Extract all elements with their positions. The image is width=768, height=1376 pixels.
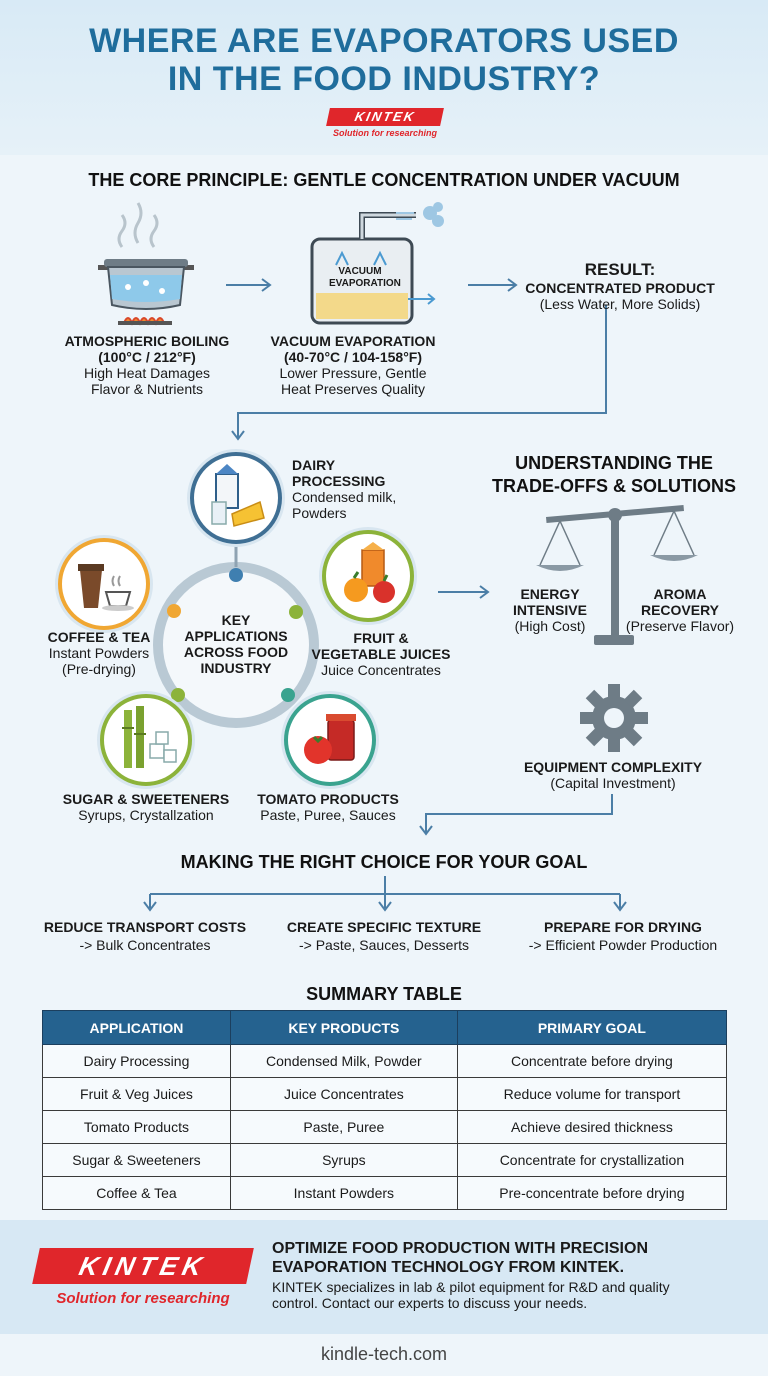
fruit-circle <box>322 530 414 622</box>
table-cell: Coffee & Tea <box>42 1176 231 1210</box>
table-header-row: APPLICATION KEY PRODUCTS PRIMARY GOAL <box>42 1010 728 1045</box>
vacuum-caption: VACUUM EVAPORATION (40-70°C / 104-158°F)… <box>270 333 436 397</box>
col-header: KEY PRODUCTS <box>229 1010 458 1045</box>
table-cell: Concentrate before drying <box>456 1044 728 1078</box>
steam-icon <box>117 202 159 248</box>
table-cell: Syrups <box>229 1143 458 1177</box>
choice-option-3: PREPARE FOR DRYING -> Efficient Powder P… <box>528 919 718 953</box>
arrow-to-choice <box>419 794 613 836</box>
table-cell: Sugar & Sweeteners <box>42 1143 231 1177</box>
dairy-caption: DAIRY PROCESSING Condensed milk, Powders <box>292 457 397 521</box>
coffee-circle <box>58 538 150 630</box>
brand-logo-footer: KINTEK Solution for researching <box>32 1248 254 1307</box>
result-caption: RESULT: CONCENTRATED PRODUCT (Less Water… <box>525 260 715 312</box>
table-row: Fruit & Veg Juices Juice Concentrates Re… <box>42 1077 728 1111</box>
sugar-circle <box>100 694 192 786</box>
footer-body: KINTEK specializes in lab & pilot equipm… <box>272 1279 670 1311</box>
table-cell: Dairy Processing <box>42 1044 231 1078</box>
col-header: APPLICATION <box>42 1010 231 1045</box>
core-principle-heading: THE CORE PRINCIPLE: GENTLE CONCENTRATION… <box>88 170 680 190</box>
table-cell: Juice Concentrates <box>229 1077 458 1111</box>
brand-tagline-footer: Solution for researching <box>56 1290 230 1307</box>
coffee-caption: COFFEE & TEA Instant Powders (Pre-drying… <box>47 629 151 677</box>
choice-option-2: CREATE SPECIFIC TEXTURE -> Paste, Sauces… <box>286 919 482 953</box>
dairy-icon <box>211 464 265 527</box>
col-header: PRIMARY GOAL <box>456 1010 728 1045</box>
brand-tagline: Solution for researching <box>332 128 437 138</box>
tradeoffs-heading: UNDERSTANDING THE TRADE-OFFS & SOLUTIONS <box>492 453 736 496</box>
dairy-circle <box>190 452 282 544</box>
footer-headline: OPTIMIZE FOOD PRODUCTION WITH PRECISION … <box>272 1240 648 1276</box>
table-cell: Concentrate for crystallization <box>456 1143 728 1177</box>
vacuum-evaporator-icon <box>310 202 444 325</box>
table-cell: Instant Powders <box>229 1176 458 1210</box>
boiling-pot-icon <box>98 259 194 326</box>
page-title: WHERE ARE EVAPORATORS USED IN THE FOOD I… <box>0 22 768 98</box>
fruit-caption: FRUIT & VEGETABLE JUICES Juice Concentra… <box>311 630 451 678</box>
table-row: Dairy Processing Condensed Milk, Powder … <box>42 1044 728 1078</box>
summary-table: APPLICATION KEY PRODUCTS PRIMARY GOAL Da… <box>42 1010 728 1210</box>
tomato-caption: TOMATO PRODUCTS Paste, Puree, Sauces <box>257 791 399 823</box>
table-cell: Tomato Products <box>42 1110 231 1144</box>
gear-icon <box>580 684 648 752</box>
header-band <box>0 0 768 155</box>
table-cell: Condensed Milk, Powder <box>229 1044 458 1078</box>
table-heading: SUMMARY TABLE <box>306 984 462 1004</box>
table-row: Sugar & Sweeteners Syrups Concentrate fo… <box>42 1143 728 1177</box>
vessel-label: VACUUM EVAPORATION <box>329 266 401 289</box>
sugar-caption: SUGAR & SWEETENERS Syrups, Crystallzatio… <box>62 791 230 823</box>
applications-hub <box>153 545 319 728</box>
table-cell: Achieve desired thickness <box>456 1110 728 1144</box>
choice-heading: MAKING THE RIGHT CHOICE FOR YOUR GOAL <box>180 852 588 872</box>
choice-branches <box>143 876 627 912</box>
fruit-juice-icon <box>344 542 395 603</box>
table-cell: Pre-concentrate before drying <box>456 1176 728 1210</box>
footer-url[interactable]: kindle-tech.com <box>320 1344 448 1364</box>
title-line-2: IN THE FOOD INDUSTRY? <box>167 60 601 98</box>
boiling-caption: ATMOSPHERIC BOILING (100°C / 212°F) High… <box>64 333 230 397</box>
choice-option-1: REDUCE TRANSPORT COSTS -> Bulk Concentra… <box>43 919 247 953</box>
tomato-jar-icon <box>304 714 356 764</box>
flow-arrows <box>226 278 607 441</box>
table-row: Tomato Products Paste, Puree Achieve des… <box>42 1110 728 1144</box>
brand-logo-top: KINTEK Solution for researching <box>326 108 444 138</box>
table-cell: Reduce volume for transport <box>456 1077 728 1111</box>
arrow-to-tradeoffs <box>438 585 490 599</box>
tomato-circle <box>284 694 376 786</box>
brand-name: KINTEK <box>326 108 444 126</box>
table-cell: Fruit & Veg Juices <box>42 1077 231 1111</box>
table-row: Coffee & Tea Instant Powders Pre-concent… <box>42 1176 728 1210</box>
coffee-cup-icon <box>78 564 134 611</box>
table-cell: Paste, Puree <box>229 1110 458 1144</box>
aroma-caption: AROMA RECOVERY (Preserve Flavor) <box>625 586 735 634</box>
balance-scale-icon <box>536 504 698 645</box>
hub-center-label: KEY APPLICATIONS ACROSS FOOD INDUSTRY <box>183 612 289 676</box>
footer-text: OPTIMIZE FOOD PRODUCTION WITH PRECISION … <box>272 1239 742 1311</box>
equipment-caption: EQUIPMENT COMPLEXITY (Capital Investment… <box>523 759 703 791</box>
sugarcane-icon <box>122 706 177 768</box>
process-diagram <box>98 202 698 645</box>
title-line-1: WHERE ARE EVAPORATORS USED <box>89 22 679 60</box>
brand-name-footer: KINTEK <box>32 1248 254 1284</box>
energy-caption: ENERGY INTENSIVE (High Cost) <box>513 586 587 634</box>
